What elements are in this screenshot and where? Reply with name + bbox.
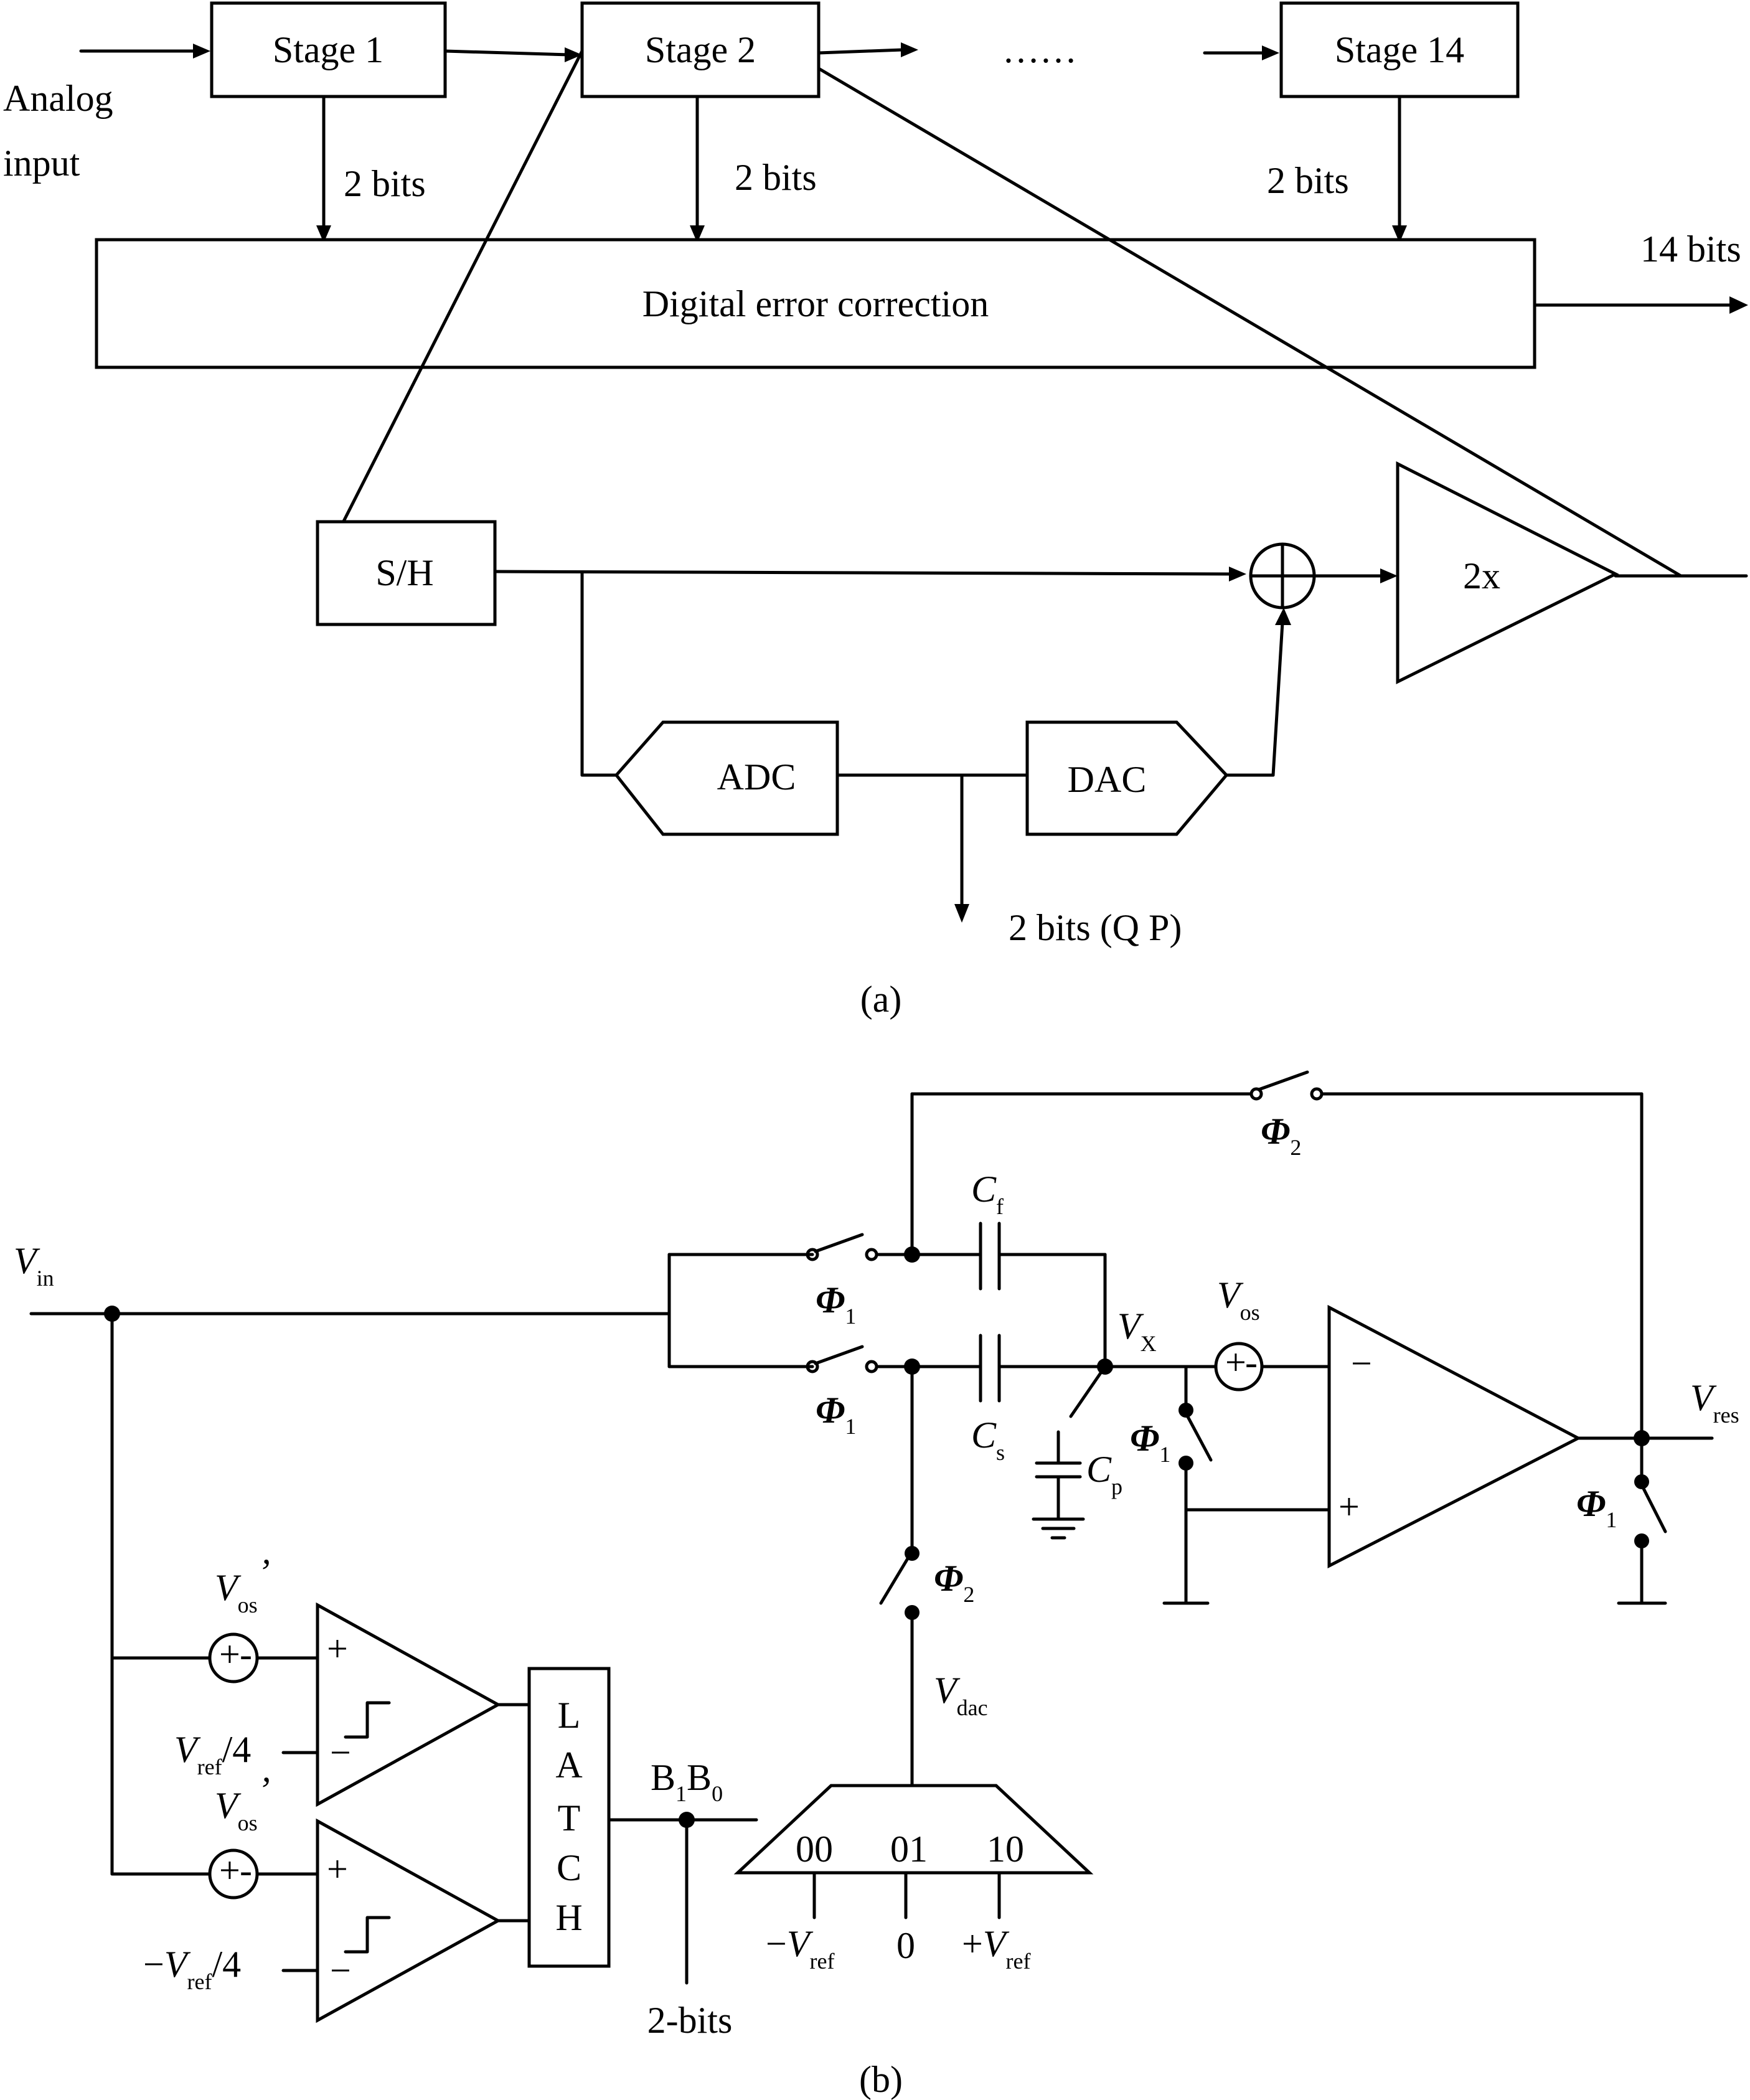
svg-text:10: 10 [987,1829,1024,1870]
analog-input-label-line1: Analog [3,78,113,119]
phi2-label-feedback: Φ2 [1261,1111,1301,1160]
svg-text:−: − [330,1732,351,1773]
mdac-circuit: Vin Φ1 Φ1 Cf Cs [14,1070,1739,2100]
stage-2-bits: 2 bits [735,157,817,198]
svg-text:C: C [557,1847,581,1888]
vx-label: VX [1117,1306,1157,1356]
vres-label: Vres [1690,1377,1739,1428]
neg-vref-over-4-label: −Vref/4 [143,1944,241,1994]
vdac-label: Vdac [934,1670,988,1720]
digital-error-correction-label: Digital error correction [642,283,989,324]
analog-input-label-line2: input [3,143,80,184]
sample-hold-box [316,520,497,626]
sample-hold-label: S/H [375,552,433,593]
opamp-minus: − [1351,1343,1372,1384]
phi1-switch-cf [806,1233,878,1261]
vos-prime-label-2: Vos’ [215,1769,270,1835]
output-14-bits: 14 bits [1640,228,1741,270]
svg-text:+: + [327,1848,348,1890]
opamp [1327,1304,1582,1569]
cp-label: Cp [1086,1449,1122,1499]
svg-text:01: 01 [890,1829,928,1870]
b1b0-label: B1B0 [651,1757,723,1806]
stage-14-label: Stage 14 [1335,29,1464,70]
cs-label: Cs [971,1415,1005,1465]
svg-text:L: L [558,1695,581,1736]
zero-ref-label: 0 [896,1925,915,1966]
phi1-switch-cs [806,1345,878,1373]
svg-text:-: - [240,1634,252,1675]
cf-label: Cf [971,1169,1004,1219]
svg-text:+: + [219,1850,240,1891]
vref-over-4-label: Vref/4 [174,1729,251,1779]
svg-text:T: T [558,1797,581,1839]
pipeline-block-diagram: Analog input Stage 1 Stage 2 …… Stage 14… [3,1,1748,1020]
pos-vref-label: +Vref [962,1923,1030,1974]
vos-prime-label-1: Vos’ [215,1551,270,1617]
stage-1-label: Stage 1 [273,29,383,70]
svg-text:H: H [555,1897,582,1938]
phi1-label-top: Φ1 [816,1279,856,1329]
svg-text:-: - [240,1850,252,1891]
caption-b: (b) [859,2059,903,2100]
neg-vref-label: −Vref [766,1923,834,1974]
svg-text:-: - [1245,1342,1258,1383]
stage-14-box [1279,1,1520,98]
qp-2-bits: 2 bits (Q P) [1009,907,1182,948]
dac-label: DAC [1068,759,1147,800]
gain-2x-label: 2x [1463,555,1500,596]
stages-ellipsis: …… [1002,29,1077,70]
comparator-2 [316,1818,502,2023]
opamp-plus: + [1338,1486,1360,1527]
two-bits-label: 2-bits [647,2000,733,2041]
vos-label: Vos [1217,1274,1260,1325]
caption-a: (a) [860,979,902,1020]
dac-mux [733,1784,1094,1875]
digital-error-correction-box [95,238,1536,369]
stage-14-bits: 2 bits [1267,160,1349,201]
adc-label: ADC [717,756,796,798]
adc-block [614,720,839,836]
phi1-label-output: Φ1 [1576,1483,1617,1532]
stage-2-label: Stage 2 [645,29,756,70]
svg-text:00: 00 [796,1829,833,1870]
vin-label: Vin [14,1240,54,1291]
comparator-1 [316,1602,502,1807]
latch-block [527,1667,611,1968]
phi2-label-dac: Φ2 [934,1558,974,1607]
svg-text:+: + [219,1634,240,1675]
phi1-label-bottom: Φ1 [816,1390,856,1439]
svg-text:+: + [1225,1342,1246,1383]
stage-1-bits: 2 bits [344,163,426,204]
svg-text:−: − [330,1950,351,1991]
gain-2x-amplifier [1396,461,1619,685]
phi1-label-reset: Φ1 [1130,1418,1170,1467]
svg-text:A: A [555,1745,582,1786]
svg-text:+: + [327,1628,348,1669]
dac-block [1025,720,1229,836]
stage-2-box [580,1,821,98]
